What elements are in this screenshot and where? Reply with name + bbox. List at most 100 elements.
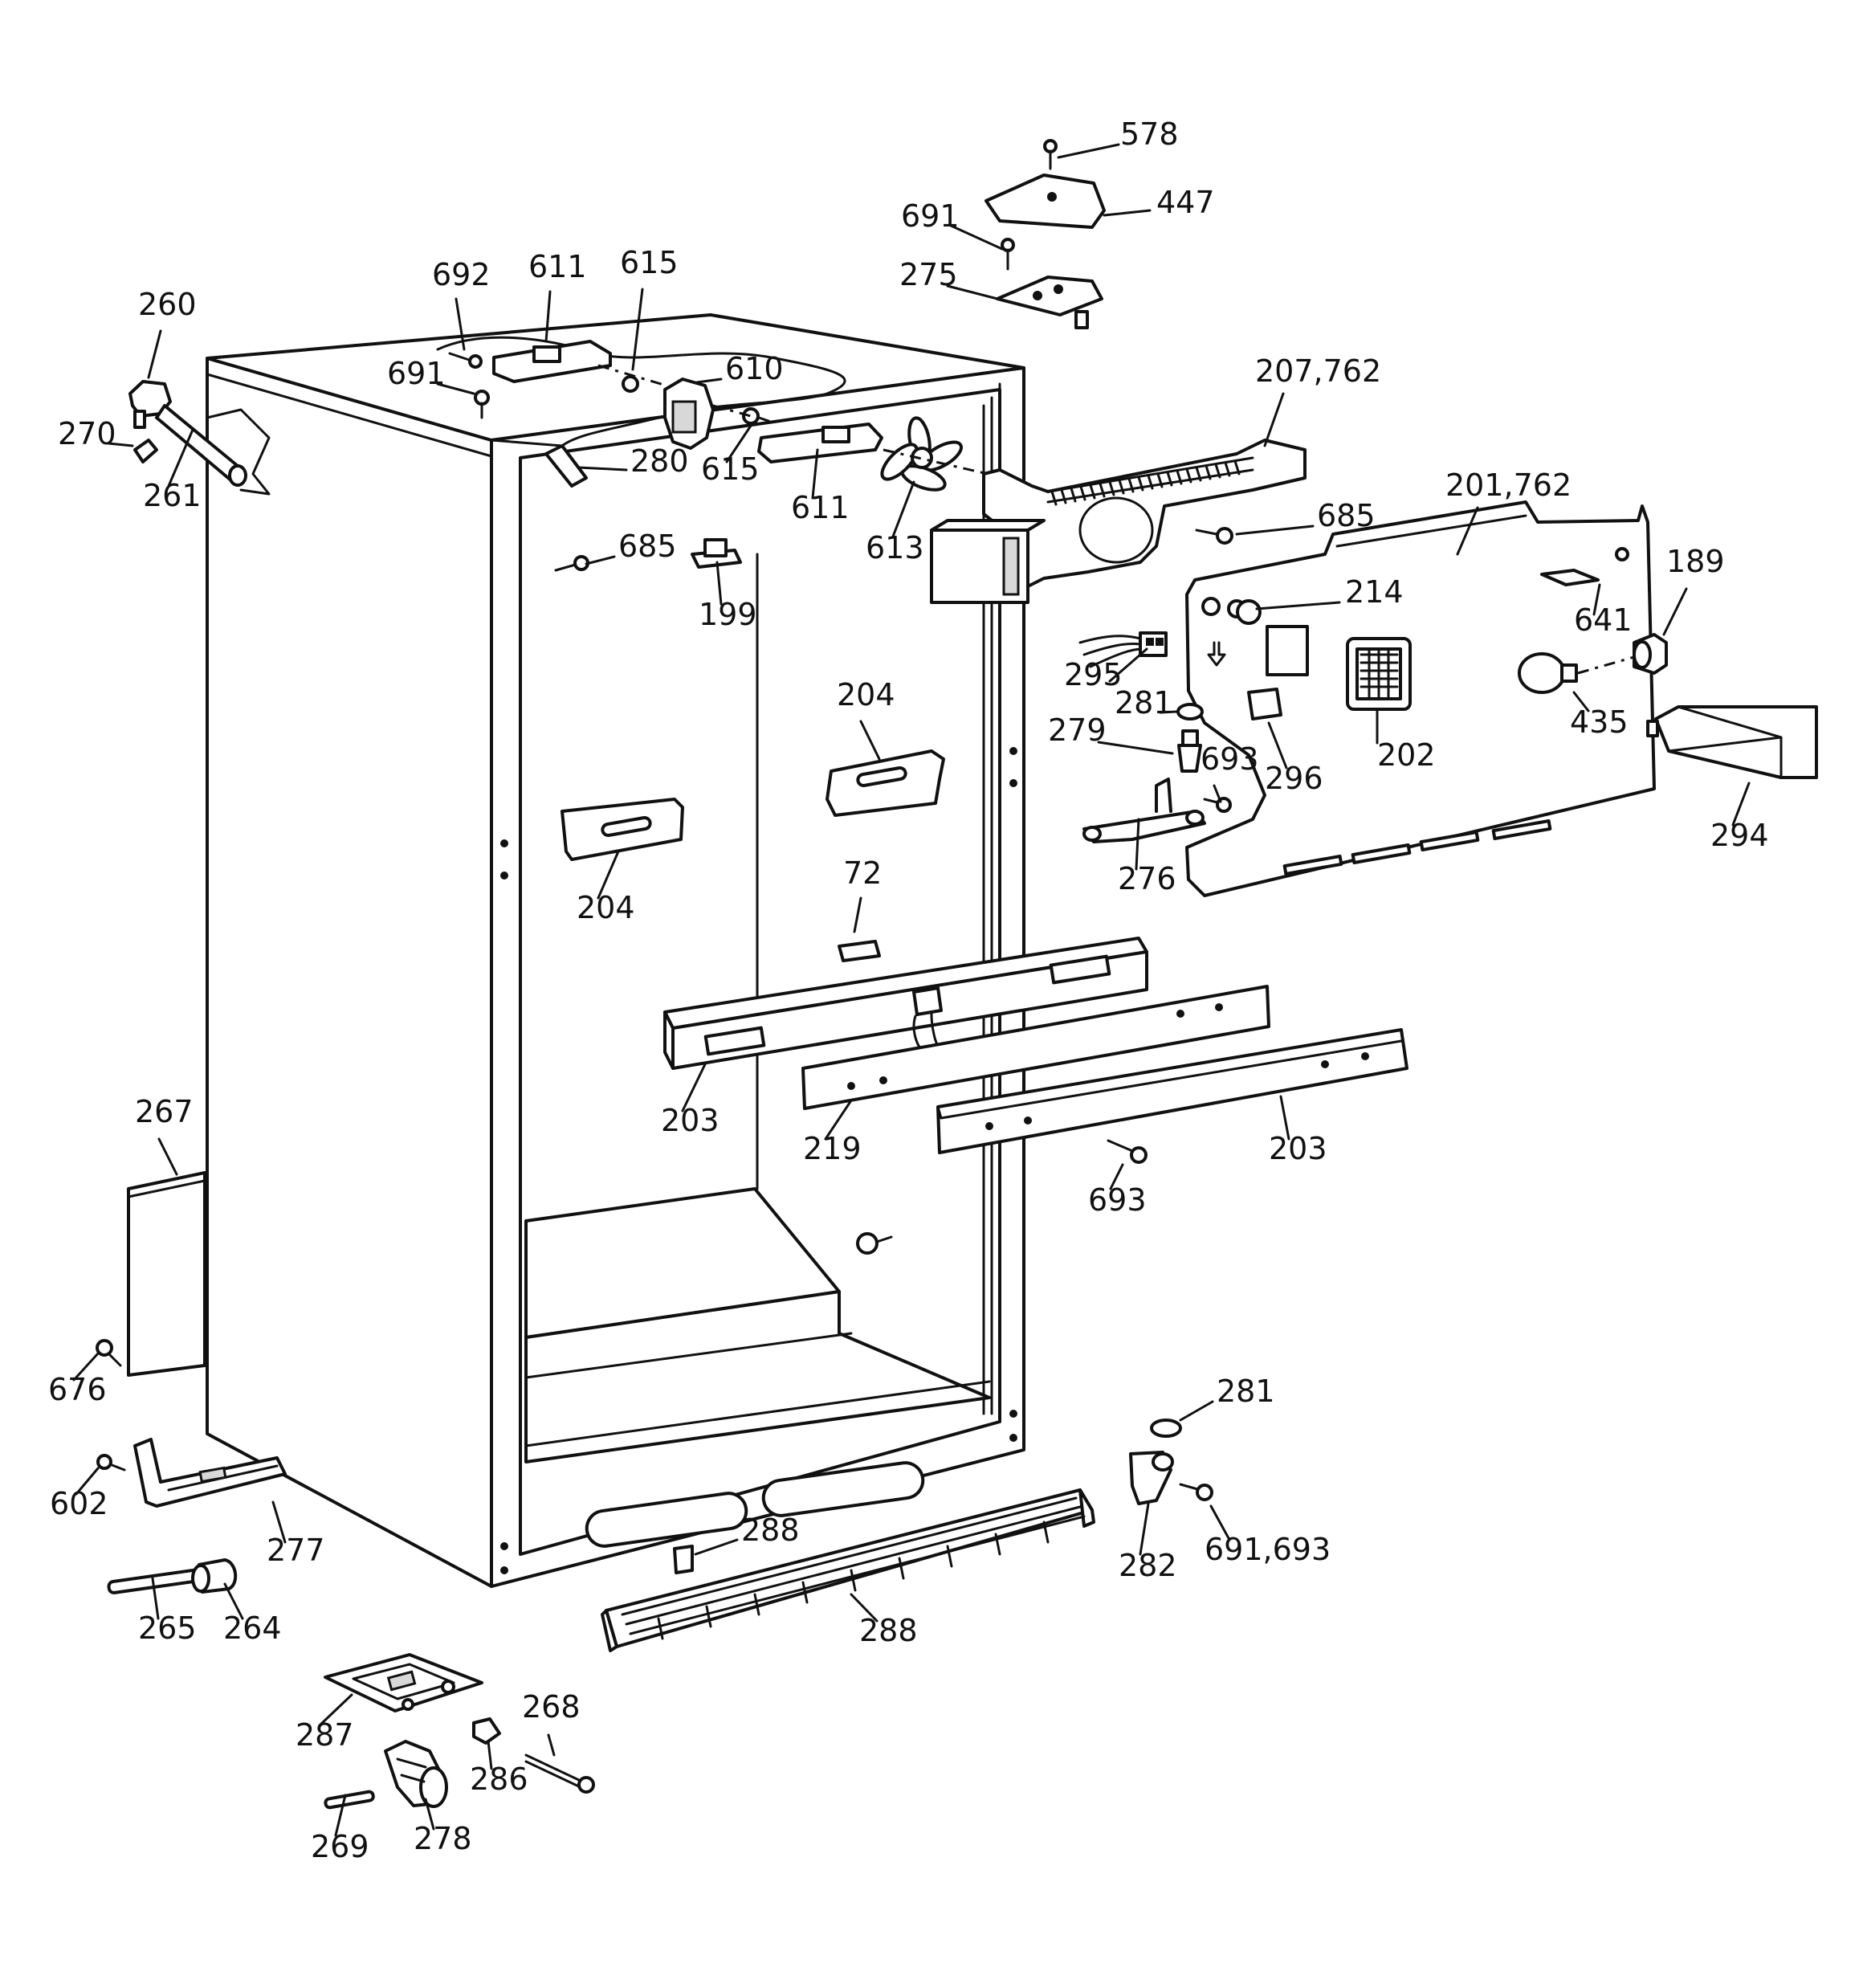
- callout-leader-c641: [1592, 583, 1601, 616]
- callout-leader-c288b: [850, 1593, 879, 1623]
- part-286: [472, 1717, 501, 1745]
- bolt-268: [524, 1753, 595, 1794]
- callout-label-c610: 610: [725, 351, 784, 386]
- callout-leader-c267: [157, 1137, 178, 1176]
- top-hinge-assembly: [984, 139, 1106, 329]
- screw-691-hinge: [1001, 238, 1015, 271]
- handle-bracket-parts: [128, 380, 247, 487]
- washer-281-upper: [1176, 703, 1204, 720]
- frame-bottom-slot-left: [585, 1492, 748, 1548]
- bottom-hinge-282: [1129, 1451, 1174, 1505]
- callout-label-c613: 613: [866, 530, 924, 565]
- callout-leader-c260: [147, 329, 162, 379]
- callout-leader-c204a: [859, 720, 881, 761]
- callout-label-c281a: 281: [1115, 685, 1173, 720]
- callout-leader-c201_762: [1456, 506, 1479, 556]
- screw-693-panel: [1203, 797, 1232, 813]
- callout-label-c611b: 611: [791, 490, 850, 525]
- callout-leader-c295: [1108, 647, 1148, 683]
- callout-label-c685b: 685: [618, 529, 677, 564]
- callout-label-c265: 265: [138, 1610, 197, 1646]
- callout-leader-c615a: [631, 288, 644, 371]
- callout-leader-c203a: [681, 1063, 707, 1112]
- plug-214: [1236, 599, 1262, 625]
- screw-578: [1043, 139, 1058, 170]
- callout-leader-c203b: [1279, 1095, 1290, 1141]
- callout-leader-c602: [75, 1467, 100, 1496]
- washer-281-lower: [1150, 1419, 1182, 1438]
- callout-label-c278: 278: [414, 1821, 472, 1856]
- callout-label-c691a: 691: [901, 198, 960, 234]
- callout-leader-c261: [167, 428, 194, 488]
- callout-leader-c287: [318, 1693, 353, 1727]
- pin-269: [324, 1790, 375, 1810]
- screw-685-evaporator: [1195, 527, 1233, 545]
- callout-leader-c613: [891, 480, 915, 538]
- callout-leader-c691a: [948, 223, 1004, 251]
- callout-leader-c265: [151, 1577, 160, 1620]
- callout-leader-c611a: [544, 290, 552, 343]
- fan-motor-assembly: [448, 340, 989, 492]
- part-641: [1540, 569, 1600, 586]
- callout-leader-c610: [695, 378, 723, 384]
- callout-label-c691b: 691: [387, 356, 446, 391]
- callout-label-c602: 602: [50, 1486, 108, 1521]
- screw-693-rail: [1107, 1139, 1148, 1164]
- callout-label-c296: 296: [1265, 761, 1323, 796]
- callout-leader-c280: [577, 466, 628, 471]
- callout-label-c270: 270: [58, 416, 116, 451]
- light-socket-189: [1633, 633, 1668, 675]
- callout-leader-c276: [1135, 818, 1140, 871]
- clip-199: [691, 538, 742, 569]
- callout-leader-c615b: [725, 424, 752, 463]
- callout-label-c72: 72: [843, 855, 882, 891]
- roller-278: [384, 1740, 448, 1808]
- screw-691-top: [474, 390, 490, 419]
- evaporator-cover-207-762: [930, 439, 1307, 604]
- cabinet-left-side: [206, 357, 493, 1588]
- callout-label-c202: 202: [1377, 737, 1436, 773]
- callout-leader-c269: [334, 1794, 347, 1837]
- screw-602: [96, 1454, 126, 1472]
- callout-label-c676: 676: [48, 1372, 107, 1407]
- wiring-harness-295: [1078, 631, 1168, 668]
- light-cover-294: [1646, 705, 1818, 779]
- top-hinge-275: [996, 276, 1103, 316]
- callout-leader-c278: [424, 1798, 435, 1831]
- bracket-204-lower: [561, 798, 684, 861]
- callout-label-c214: 214: [1345, 574, 1404, 610]
- callout-label-c294: 294: [1710, 818, 1769, 853]
- callout-label-c261: 261: [143, 478, 202, 513]
- callout-label-c203b: 203: [1269, 1131, 1327, 1166]
- callout-leader-c286: [487, 1740, 493, 1770]
- callout-label-c269: 269: [311, 1829, 369, 1864]
- callout-leader-c611b: [811, 448, 819, 500]
- callout-leader-c294: [1731, 782, 1751, 827]
- callout-leaders: [72, 143, 1751, 1837]
- callout-leader-c189: [1662, 587, 1688, 636]
- screw-691-693-hinge: [1179, 1483, 1213, 1501]
- bracket-204-upper: [826, 749, 945, 817]
- callout-label-c288b: 288: [859, 1613, 918, 1648]
- callout-leader-c207_762: [1263, 392, 1285, 447]
- liner-bottom-shelf: [524, 1290, 991, 1463]
- callout-leader-c270: [107, 442, 134, 447]
- hinge-cover-447: [984, 173, 1106, 229]
- part-72: [838, 940, 881, 962]
- callout-label-c447: 447: [1156, 185, 1215, 220]
- callout-label-c268: 268: [522, 1689, 581, 1725]
- callout-label-c279: 279: [1048, 712, 1107, 748]
- callout-leader-c447: [1103, 209, 1152, 217]
- callout-label-c280: 280: [630, 443, 689, 479]
- connector-plug: [912, 986, 943, 1054]
- callout-label-c204b: 204: [577, 890, 635, 925]
- roller-264: [191, 1558, 238, 1594]
- callout-leader-c578: [1057, 143, 1120, 159]
- callout-leader-c435: [1572, 691, 1590, 712]
- callout-label-c295: 295: [1064, 657, 1123, 692]
- callout-label-c615a: 615: [620, 245, 679, 280]
- callout-leader-c691b: [436, 382, 475, 395]
- part-279: [1177, 729, 1202, 773]
